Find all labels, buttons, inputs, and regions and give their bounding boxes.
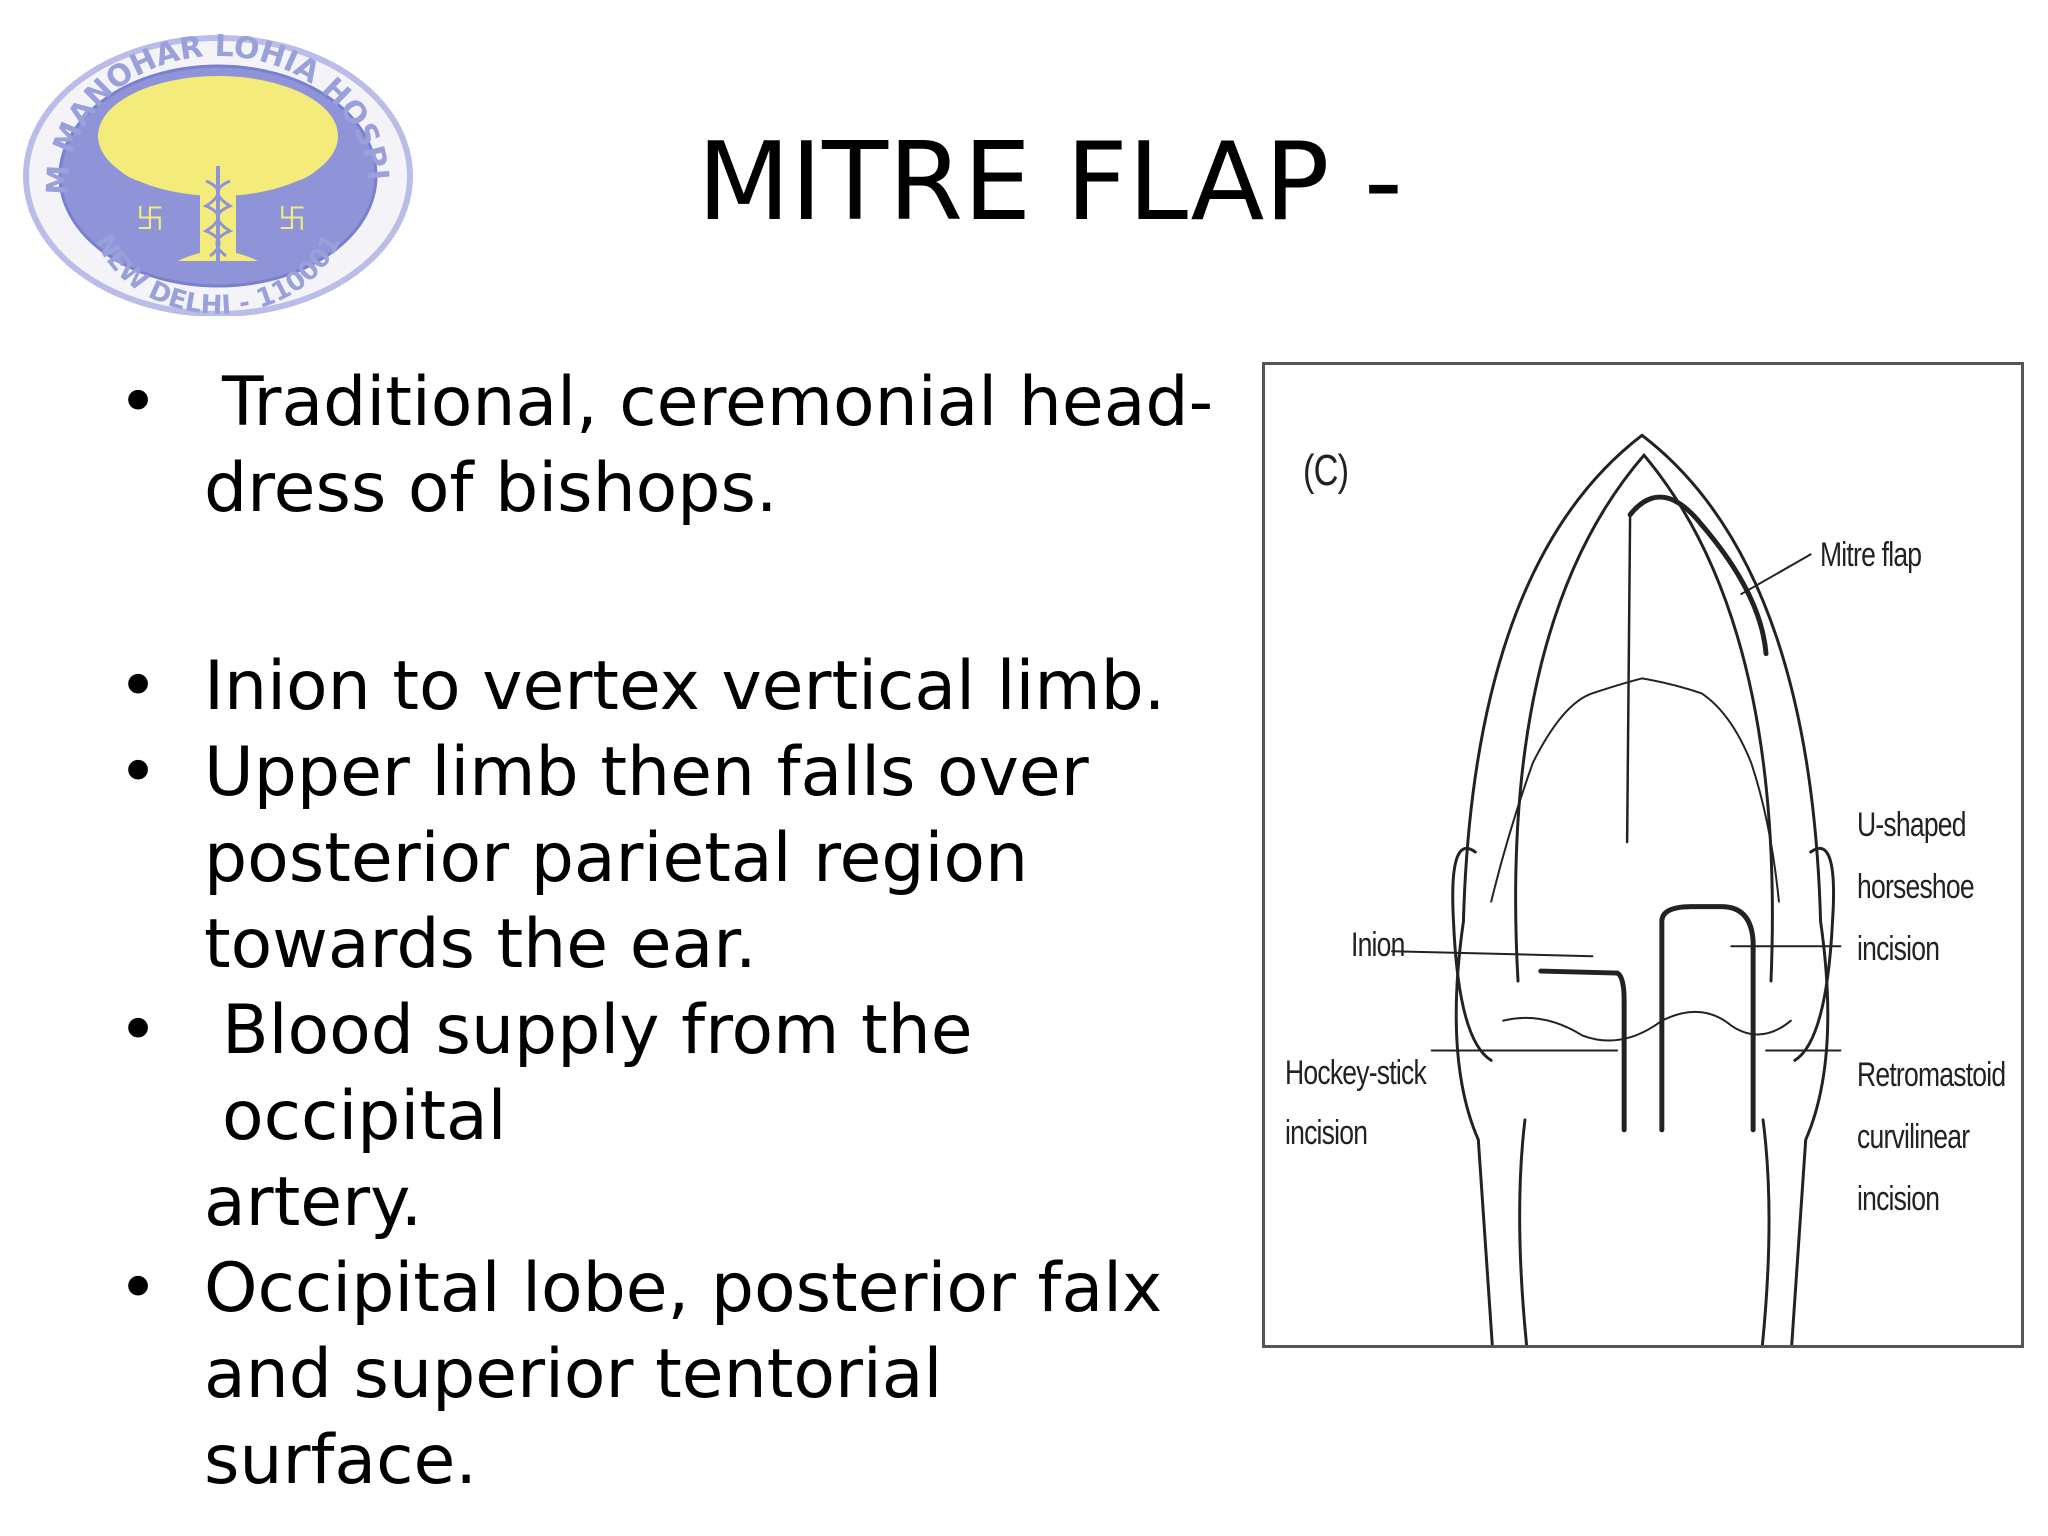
right-ear xyxy=(1793,846,1836,1062)
neck-left xyxy=(1518,1118,1529,1345)
bullet-text-line: Traditional, ceremonial head- xyxy=(222,363,1214,442)
inion-wave xyxy=(1502,1010,1792,1042)
skull-inner-outline xyxy=(1514,452,1774,983)
mitre-flap-line xyxy=(1627,494,1769,657)
bullet-text-line: and superior tentorial surface. xyxy=(204,1335,943,1500)
mitre-leader xyxy=(1740,553,1812,596)
u-shaped-line xyxy=(1659,904,1756,1133)
head-outline-drawing xyxy=(1391,433,1842,1345)
neck-right xyxy=(1760,1118,1771,1345)
mitre-flap-diagram: (C) Mitre flap U-shaped horseshoe incisi… xyxy=(1262,362,2024,1348)
left-ear xyxy=(1451,846,1493,1062)
svg-text:卐: 卐 xyxy=(278,202,306,235)
svg-text:卐: 卐 xyxy=(136,202,164,235)
hospital-seal-icon: 卐 卐 RAM MANOHAR LOHIA HOSPITAL NEW DELHI… xyxy=(6,0,413,321)
bullet-item: Inion to vertex vertical limb. xyxy=(118,644,1228,730)
label-mitre-flap: Mitre flap xyxy=(1820,536,1922,574)
bullet-text-line: Upper limb then falls over xyxy=(204,733,1089,812)
label-u-shaped-1: U-shaped xyxy=(1857,806,1967,844)
label-retro-1: Retromastoid xyxy=(1857,1056,2006,1094)
bullet-text-line: Inion to vertex vertical limb. xyxy=(204,647,1166,726)
hockey-stick-line xyxy=(1538,968,1627,1133)
bullet-text-line: dress of bishops. xyxy=(204,449,778,528)
label-u-shaped-3: incision xyxy=(1857,930,1940,968)
suture-line xyxy=(1490,677,1780,903)
label-u-shaped-2: horseshoe xyxy=(1857,868,1975,906)
label-inion: Inion xyxy=(1351,926,1405,964)
bullet-text-line: towards the ear. xyxy=(204,905,757,984)
bullet-text-line: posterior parietal region xyxy=(204,819,1029,898)
bullet-text-line: Occipital lobe, posterior falx xyxy=(204,1249,1163,1328)
label-retro-3: incision xyxy=(1857,1180,1940,1218)
hospital-logo: 卐 卐 RAM MANOHAR LOHIA HOSPITAL NEW DELHI… xyxy=(6,0,418,321)
inion-leader xyxy=(1391,950,1594,958)
label-retro-2: curvilinear xyxy=(1857,1118,1970,1156)
slide-title: MITRE FLAP - xyxy=(697,120,1403,245)
bullet-list: Traditional, ceremonial head-dress of bi… xyxy=(118,360,1228,1504)
panel-label: (C) xyxy=(1303,446,1349,495)
vertical-limb-line xyxy=(1625,513,1632,844)
bullet-text-line: artery. xyxy=(204,1163,423,1242)
bullet-text-line: Blood supply from the occipital xyxy=(222,991,973,1156)
bullet-item: Traditional, ceremonial head-dress of bi… xyxy=(118,360,1228,532)
label-hockey-1: Hockey-stick xyxy=(1285,1054,1427,1092)
head-outer-outline xyxy=(1454,433,1830,1345)
label-hockey-2: incision xyxy=(1285,1114,1368,1152)
